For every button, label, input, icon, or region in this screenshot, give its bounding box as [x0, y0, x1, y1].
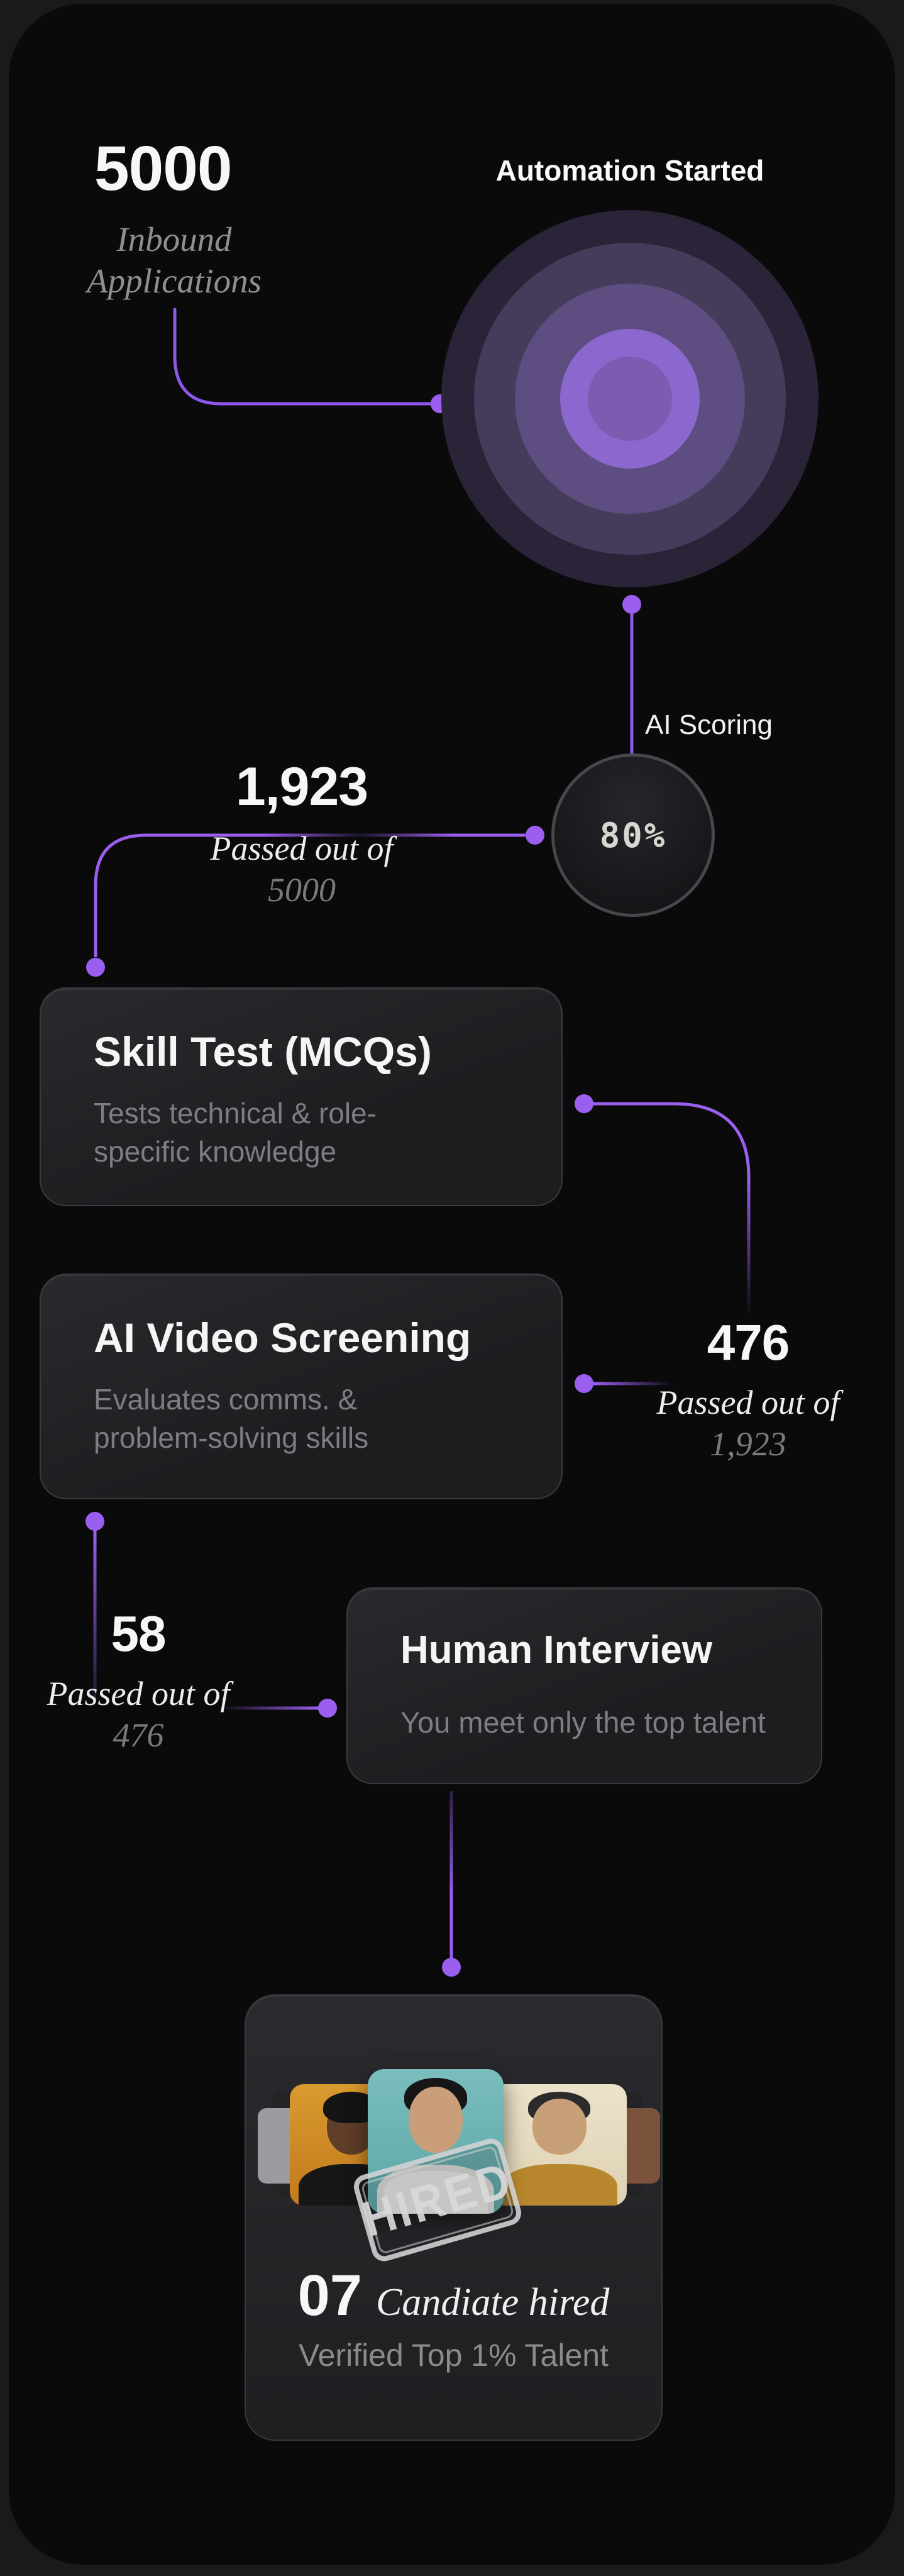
stat-human: 58 Passed out of 476: [38, 1606, 239, 1754]
ring-center: [588, 357, 672, 441]
stat-human-label: Passed out of: [47, 1675, 230, 1713]
card-hired: HIRED: [245, 1994, 663, 2441]
ai-scoring-badge: 80%: [551, 753, 715, 917]
avatar-body: [501, 2164, 617, 2206]
applications-count: 5000: [94, 133, 232, 204]
card-human-interview: Human Interview You meet only the top ta…: [346, 1587, 822, 1784]
stat-video: 476 Passed out of 1,923: [644, 1314, 852, 1463]
hired-caption: Candiate hired: [375, 2281, 610, 2324]
stat-human-count: 58: [111, 1606, 167, 1662]
hired-subcaption: Verified Top 1% Talent: [299, 2338, 609, 2373]
stat-mcq-count: 1,923: [235, 757, 368, 817]
avatar: [532, 2099, 587, 2155]
card-human-interview-description: You meet only the top talent: [400, 1706, 766, 1739]
stat-video-label: Passed out of: [656, 1384, 840, 1421]
candidate-photos: HIRED: [246, 1996, 664, 2291]
candidate-photo-right: [492, 2084, 627, 2206]
stat-human-total: 476: [113, 1716, 164, 1754]
hired-count: 07: [297, 2263, 362, 2328]
card-video-screening: AI Video Screening Evaluates comms. & pr…: [40, 1274, 563, 1499]
stat-mcq: 1,923 Passed out of 5000: [201, 760, 402, 907]
ai-scoring-label: AI Scoring: [645, 709, 773, 740]
avatar: [408, 2086, 463, 2153]
stat-video-count: 476: [707, 1314, 790, 1370]
applications-label: Inbound Applications: [48, 219, 300, 302]
applications-label-line1: Inbound: [116, 220, 232, 258]
stat-mcq-label: Passed out of: [210, 830, 394, 867]
card-skill-test-title: Skill Test (MCQs): [94, 1028, 432, 1075]
hired-count-row: 07 Candiate hired: [245, 2263, 663, 2329]
card-human-interview-title: Human Interview: [400, 1628, 713, 1672]
automation-title: Automation Started: [495, 154, 764, 187]
card-video-screening-title: AI Video Screening: [94, 1314, 471, 1361]
stat-video-total: 1,923: [710, 1425, 786, 1463]
applications-label-line2: Applications: [86, 262, 262, 300]
card-video-screening-description: Evaluates comms. & problem-solving skill…: [94, 1383, 369, 1454]
stat-mcq-total: 5000: [268, 871, 336, 909]
card-skill-test: Skill Test (MCQs) Tests technical & role…: [40, 987, 563, 1206]
card-skill-test-description: Tests technical & role-specific knowledg…: [94, 1097, 377, 1168]
automation-radial-graphic: [441, 210, 819, 587]
ai-scoring-value: 80%: [599, 815, 667, 855]
